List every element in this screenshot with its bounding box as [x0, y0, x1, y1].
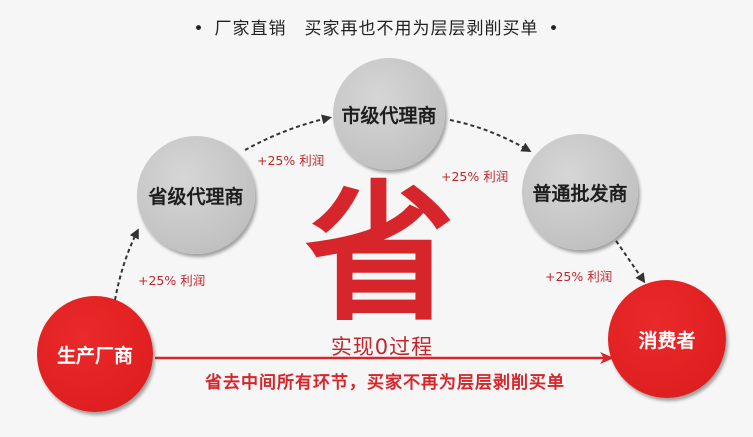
node-wholesaler-label: 普通批发商 [532, 182, 628, 205]
node-producer-label: 生产厂商 [56, 344, 133, 367]
node-provincial-label: 省级代理商 [148, 185, 244, 208]
node-consumer: 消费者 [608, 280, 726, 398]
node-provincial-agent: 省级代理商 [137, 136, 255, 254]
bottom-caption: 省去中间所有环节，买家不再为层层剥削买单 [205, 373, 565, 393]
arrow-city-to-wholesaler [449, 119, 532, 153]
profit-label-3: +25% 利润 [441, 169, 509, 184]
node-city-agent: 市级代理商 [333, 58, 445, 170]
arrow-wholesaler-to-consumer [611, 234, 646, 284]
bullet-right: • [548, 19, 560, 39]
node-producer: 生产厂商 [37, 296, 153, 412]
slogan: • 厂家直销买家再也不用为层层剥削买单 • [0, 14, 753, 39]
save-big-character: 省 [304, 168, 455, 342]
bullet-left: • [193, 19, 205, 39]
slogan-part2: 买家再也不用为层层剥削买单 [304, 19, 539, 39]
profit-label-4: +25% 利润 [545, 269, 613, 284]
node-city-label: 市级代理商 [341, 104, 437, 127]
profit-label-2: +25% 利润 [257, 153, 325, 168]
arrow-provincial-to-city [244, 114, 332, 151]
zero-process-text: 实现0过程 [330, 335, 434, 359]
slogan-part1: 厂家直销 [214, 19, 287, 39]
profit-label-1: +25% 利润 [138, 273, 206, 288]
arrow-producer-to-provincial [114, 228, 139, 301]
node-consumer-label: 消费者 [638, 329, 696, 352]
node-wholesaler: 普通批发商 [522, 134, 638, 250]
